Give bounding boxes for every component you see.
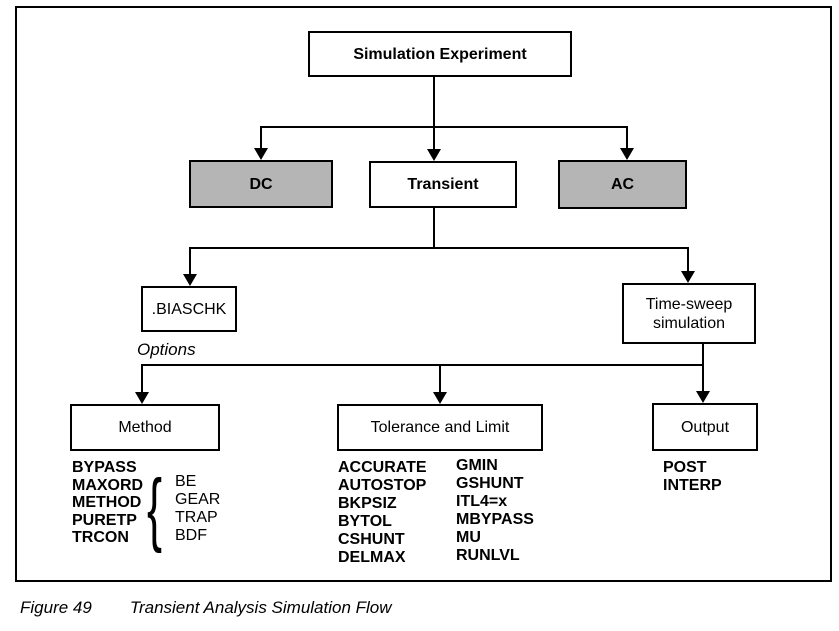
output-options-list: POST INTERP (663, 459, 722, 495)
arrowhead-down-icon (427, 149, 441, 161)
node-transient-label: Transient (407, 176, 479, 193)
node-biaschk-label: .BIASCHK (151, 300, 227, 318)
connector-line (189, 247, 191, 275)
arrowhead-down-icon (183, 274, 197, 286)
list-item: PURETP (72, 511, 137, 529)
figure-caption-text: Transient Analysis Simulation Flow (129, 598, 392, 617)
arrowhead-down-icon (620, 148, 634, 160)
list-item: BDF (175, 527, 207, 544)
node-output: Output (652, 403, 758, 451)
node-output-label: Output (680, 418, 730, 436)
list-item: POST (663, 459, 707, 476)
node-tolerance: Tolerance and Limit (337, 404, 543, 451)
node-simulation-experiment: Simulation Experiment (308, 31, 572, 77)
list-item: ITL4=x (456, 493, 508, 510)
connector-line (433, 126, 435, 151)
options-label: Options (137, 340, 196, 359)
tolerance-options-col2: GMIN GSHUNT ITL4=x MBYPASS MU RUNLVL (456, 457, 534, 565)
list-item: INTERP (663, 477, 722, 494)
list-item: GEAR (175, 491, 221, 508)
list-item: MBYPASS (456, 511, 534, 528)
connector-line (141, 364, 143, 394)
list-item: GMIN (456, 457, 498, 474)
connector-line (702, 344, 704, 394)
list-item: BKPSIZ (338, 495, 397, 512)
node-biaschk: .BIASCHK (141, 286, 237, 332)
list-item: BE (175, 473, 197, 490)
list-item: BYTOL (338, 513, 392, 530)
list-item: DELMAX (338, 549, 406, 566)
list-item: ACCURATE (338, 459, 427, 476)
connector-line (189, 247, 689, 249)
node-timesweep-label: Time-sweep simulation (645, 295, 733, 332)
arrowhead-down-icon (135, 392, 149, 404)
connector-line (433, 77, 435, 128)
list-item: AUTOSTOP (338, 477, 427, 494)
method-options-list: BYPASS MAXORD METHOD PURETP TRCON (72, 459, 143, 547)
node-method: Method (70, 404, 220, 451)
node-timesweep: Time-sweep simulation (622, 283, 756, 344)
node-dc-label: DC (249, 175, 273, 193)
list-item: TRAP (175, 509, 218, 526)
tolerance-options-col1: ACCURATE AUTOSTOP BKPSIZ BYTOL CSHUNT DE… (338, 459, 427, 567)
figure-caption: Figure 49 Transient Analysis Simulation … (20, 598, 392, 618)
connector-line (141, 364, 704, 366)
connector-line (260, 126, 262, 150)
list-item: GSHUNT (456, 475, 524, 492)
node-ac-label: AC (610, 176, 635, 193)
node-transient: Transient (369, 161, 517, 208)
list-item: RUNLVL (456, 547, 520, 564)
list-item: MU (456, 529, 481, 546)
figure-caption-label: Figure 49 (20, 598, 92, 617)
node-simulation-experiment-label: Simulation Experiment (353, 45, 527, 63)
connector-line (260, 126, 628, 128)
arrowhead-down-icon (254, 148, 268, 160)
arrowhead-down-icon (696, 391, 710, 403)
list-item: MAXORD (72, 476, 144, 494)
node-tolerance-label: Tolerance and Limit (370, 419, 510, 436)
list-item: CSHUNT (338, 531, 405, 548)
connector-line (439, 364, 441, 394)
connector-line (433, 208, 435, 249)
connector-line (626, 126, 628, 150)
connector-line (687, 247, 689, 272)
list-item: TRCON (72, 529, 129, 546)
arrowhead-down-icon (681, 271, 695, 283)
method-values-list: BE GEAR TRAP BDF (175, 473, 220, 545)
node-ac: AC (558, 160, 687, 209)
node-dc: DC (189, 160, 333, 208)
list-item: BYPASS (72, 459, 137, 476)
arrowhead-down-icon (433, 392, 447, 404)
node-method-label: Method (118, 419, 172, 436)
list-item: METHOD (72, 494, 142, 511)
brace-icon: { (147, 463, 163, 554)
